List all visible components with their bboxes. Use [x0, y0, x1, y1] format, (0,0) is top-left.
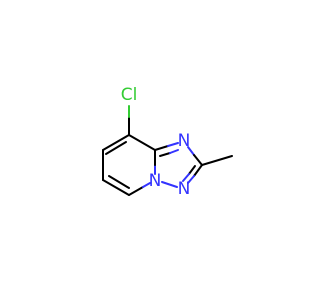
bond-c6-c5-double	[108, 175, 130, 189]
molecule-structure: Cl N N N	[102, 85, 233, 199]
chlorine-label: Cl	[121, 85, 138, 105]
bond-c8a-c8	[128, 134, 156, 151]
bond-c2-n3-double-blue	[182, 173, 190, 182]
nitrogen-bridge-label: N	[149, 171, 162, 191]
bond-c5-n4-blue	[142, 182, 151, 188]
nitrogen-bottom-label: N	[178, 179, 191, 199]
bond-c8a-n1-double-blue	[169, 149, 179, 154]
bond-n1-c2-blue	[187, 146, 195, 156]
bond-c2-n3-double	[188, 165, 196, 175]
nitrogen-top-label: N	[178, 131, 191, 151]
bond-c8a-n1-double	[159, 152, 171, 157]
bond-c8a-n1	[154, 145, 169, 151]
bond-c8-c7	[102, 134, 130, 151]
bond-c2-n3	[193, 164, 203, 177]
bond-n3-n4-blue	[161, 181, 178, 188]
bond-c8-c7-double	[105, 141, 127, 155]
bond-n1-c2	[193, 154, 203, 166]
bond-c2-n3-blue	[187, 175, 195, 184]
bond-c5-n4	[128, 186, 144, 196]
bond-c8a-n1-blue	[167, 142, 179, 147]
bond-c2-methyl	[201, 155, 233, 166]
bond-c6-c5	[102, 179, 130, 196]
